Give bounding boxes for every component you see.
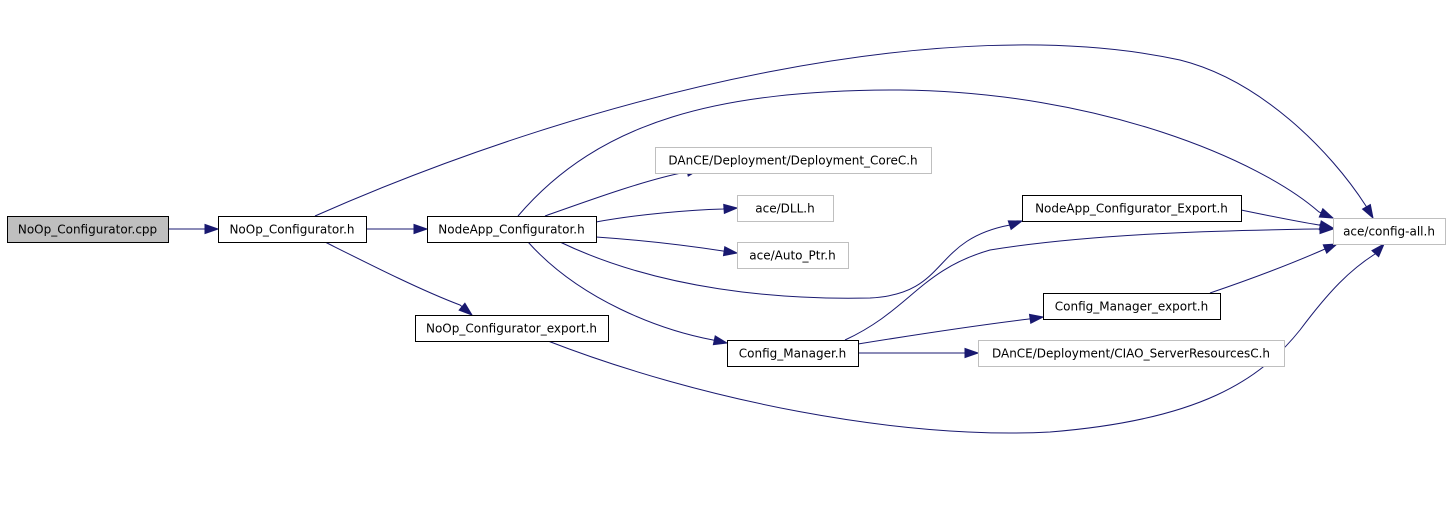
edge-line [1209,248,1326,294]
node-ace_autoptr_h[interactable]: ace/Auto_Ptr.h [737,242,849,269]
arrowhead-icon [1322,243,1339,254]
edge-line [544,171,688,217]
edge-line [1240,209,1321,226]
node-deployment_corec_h[interactable]: DAnCE/Deployment/Deployment_CoreC.h [655,147,932,174]
node-ace_configall_h[interactable]: ace/config-all.h [1333,218,1446,245]
edge-noop_export_h-to-ace_configall_h [547,242,1386,434]
node-label: NodeApp_Configurator.h [438,223,584,237]
node-label: NoOp_Configurator_export.h [426,322,597,336]
edge-line [844,228,1320,341]
node-noop_export_h[interactable]: NoOp_Configurator_export.h [415,315,609,342]
node-label: NoOp_Configurator.cpp [18,223,157,237]
edge-line [559,224,1011,299]
arrowhead-icon [1028,313,1045,325]
node-noop_cpp[interactable]: NoOp_Configurator.cpp [7,216,169,243]
node-config_manager_export_h[interactable]: Config_Manager_export.h [1043,293,1221,320]
arrowhead-icon [1361,203,1374,220]
node-box [1043,293,1221,320]
node-label: DAnCE/Deployment/CIAO_ServerResourcesC.h [992,347,1270,361]
arrowhead-icon [1319,223,1335,235]
arrowhead-icon [723,203,739,215]
node-box [1022,195,1242,222]
edge-config_manager_h-to-ciao_serverresources_h [858,347,980,359]
edge-config_manager_h-to-config_manager_export_h [857,313,1045,345]
edge-nodeapp_export_h-to-ace_configall_h [1240,209,1335,231]
edge-line [324,241,463,308]
node-box [7,216,169,243]
arrowhead-icon [204,223,220,235]
arrowhead-icon [964,347,980,359]
node-box [727,340,859,367]
edge-nodeapp_h-to-ace_configall_h [517,89,1335,219]
node-nodeapp_export_h[interactable]: NodeApp_Configurator_Export.h [1022,195,1242,222]
node-label: NoOp_Configurator.h [229,223,354,237]
edge-config_manager_export_h-to-ace_configall_h [1209,243,1339,294]
node-label: Config_Manager.h [739,347,846,361]
node-ciao_serverresources_h[interactable]: DAnCE/Deployment/CIAO_ServerResourcesC.h [978,340,1285,367]
edge-line [595,208,725,223]
node-box [655,147,932,174]
node-box [978,340,1285,367]
node-label: ace/DLL.h [755,202,814,216]
arrowhead-icon [1007,220,1024,231]
edge-noop_h-to-ace_configall_h [314,44,1374,220]
edge-nodeapp_h-to-ace_dll_h [595,203,739,223]
edge-line [527,241,715,341]
node-label: ace/Auto_Ptr.h [749,249,835,263]
edge-line [595,236,725,252]
edge-config_manager_h-to-ace_configall_h [844,223,1335,341]
node-box [737,242,849,269]
arrowhead-icon [722,245,739,257]
node-box [427,216,597,243]
node-label: ace/config-all.h [1343,225,1435,239]
edge-line [857,318,1031,345]
node-label: Config_Manager_export.h [1055,300,1208,314]
edge-line [517,89,1322,217]
arrowhead-icon [458,302,474,316]
arrowhead-icon [1318,207,1335,219]
edge-line [314,44,1367,217]
nodes-layer: NoOp_Configurator.cpp NoOp_Configurator.h… [7,147,1446,367]
node-config_manager_h[interactable]: Config_Manager.h [727,340,859,367]
node-label: NodeApp_Configurator_Export.h [1035,202,1228,216]
edge-nodeapp_h-to-nodeapp_export_h [559,220,1024,299]
node-ace_dll_h[interactable]: ace/DLL.h [737,195,834,222]
edge-nodeapp_h-to-ace_autoptr_h [595,236,739,257]
edge-noop_h-to-nodeapp_h [366,223,429,235]
arrowhead-icon [1371,242,1386,258]
node-box [218,216,367,243]
edge-noop_cpp-to-noop_h [168,223,220,235]
node-box [415,315,609,342]
node-box [737,195,834,222]
edge-line [547,253,1376,434]
edge-nodeapp_h-to-deployment_corec_h [544,166,702,217]
node-label: DAnCE/Deployment/Deployment_CoreC.h [668,154,917,168]
edge-noop_h-to-noop_export_h [324,241,474,316]
arrowhead-icon [712,335,729,346]
node-noop_h[interactable]: NoOp_Configurator.h [218,216,367,243]
node-nodeapp_h[interactable]: NodeApp_Configurator.h [427,216,597,243]
edge-nodeapp_h-to-config_manager_h [527,241,729,346]
node-box [1333,218,1446,245]
arrowhead-icon [413,223,429,235]
